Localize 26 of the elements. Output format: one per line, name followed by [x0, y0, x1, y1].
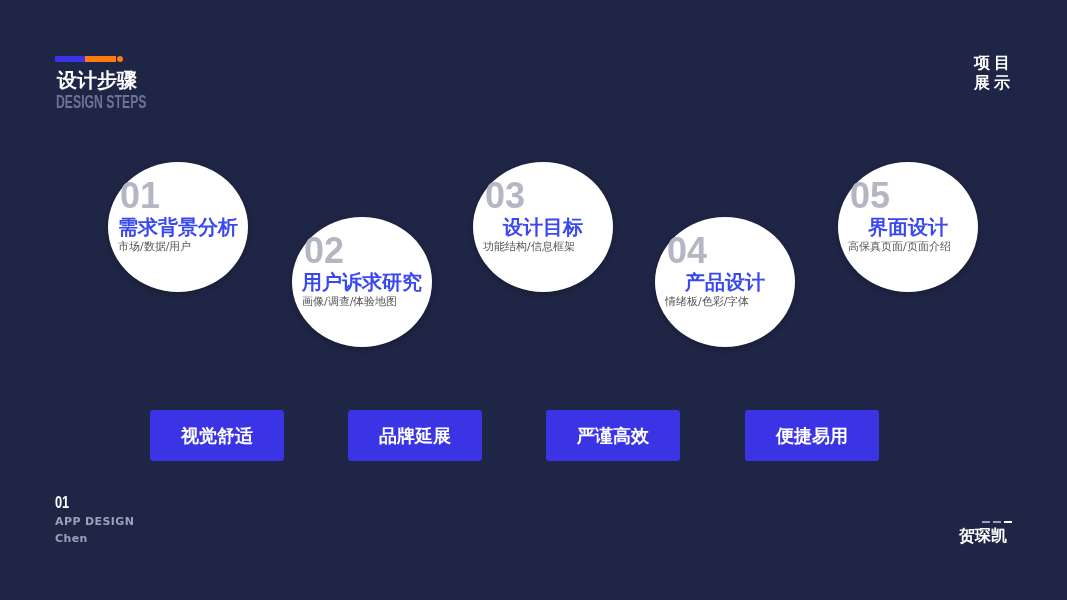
feature-box: 品牌延展 [348, 410, 482, 461]
step-subtitle: 功能结构/信息框架 [483, 240, 575, 254]
step-subtitle: 高保真页面/页面介绍 [848, 240, 951, 254]
author-text: Chen [55, 532, 88, 545]
step-title: 产品设计 [685, 270, 765, 294]
step-title: 用户诉求研究 [302, 270, 422, 294]
step-title: 设计目标 [503, 215, 583, 239]
section-text: 项目展示 [974, 53, 1014, 93]
footer-text: APP DESIGN [55, 515, 135, 528]
feature-box: 视觉舒适 [150, 410, 284, 461]
step-subtitle: 情绪板/色彩/字体 [665, 295, 750, 309]
step-number: 04 [667, 235, 708, 267]
step-number: 03 [485, 180, 526, 212]
subtitle-text: DESIGN STEPS [56, 93, 147, 111]
page-number: 01 [55, 494, 70, 512]
step-number: 01 [120, 180, 161, 212]
feature-box: 便捷易用 [745, 410, 879, 461]
feature-box: 严谨高效 [546, 410, 680, 461]
step-subtitle: 市场/数据/用户 [118, 240, 192, 254]
slide-title: 设计步骤 [57, 69, 137, 92]
author-name: 贺琛凯 [959, 526, 1007, 547]
step-number: 05 [850, 180, 891, 212]
step-subtitle: 画像/调查/体验地图 [302, 295, 398, 309]
step-number: 02 [304, 235, 345, 267]
step-title: 界面设计 [868, 215, 948, 239]
step-title: 需求背景分析 [118, 215, 238, 239]
